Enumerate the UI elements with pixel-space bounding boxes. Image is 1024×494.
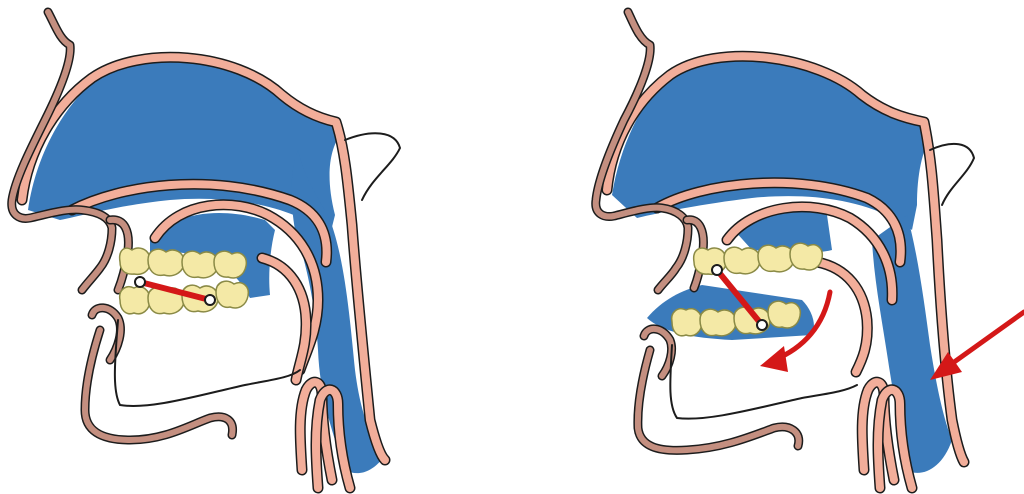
chin-neck <box>85 330 233 440</box>
mandible <box>670 345 857 419</box>
chin-neck-fill <box>85 330 233 440</box>
mandible <box>115 320 300 406</box>
panel-jaw-open <box>512 0 1024 494</box>
panel-jaw-closed <box>0 0 512 494</box>
